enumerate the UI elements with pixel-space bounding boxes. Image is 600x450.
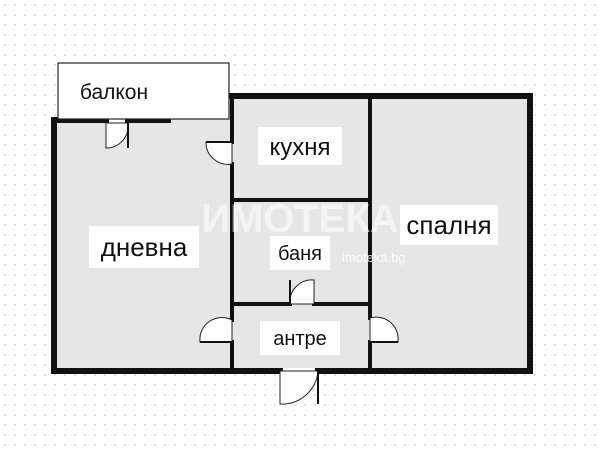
watermark-url: imoteka.bg <box>342 250 406 265</box>
door-hall-bedroom <box>369 316 399 343</box>
bedroom-label: спалня <box>406 210 491 240</box>
door-leaves <box>127 123 398 404</box>
watermark-brand: ИМОТЕКА <box>201 197 399 241</box>
hall-label-bg <box>260 321 340 355</box>
bedroom-label-bg <box>400 205 498 245</box>
walls <box>51 93 533 374</box>
door-living-hall <box>199 317 233 343</box>
living-label-bg <box>89 226 199 268</box>
hall-label: антре <box>273 328 327 350</box>
watermark: ИМОТЕКА imoteka.bg <box>201 197 405 265</box>
door-kitchen <box>205 141 233 165</box>
balcony-label-bg <box>70 74 160 108</box>
bathroom-label: баня <box>278 243 322 265</box>
room-labels: балкон кухня дневна баня спалня антре <box>70 74 498 355</box>
outer-wall-bottom-left <box>51 117 283 374</box>
kitchen-label: кухня <box>269 134 330 161</box>
outer-wall-left-top-2 <box>125 93 533 374</box>
bathroom-label-bg <box>270 236 330 270</box>
kitchen-label-bg <box>258 127 342 165</box>
doors <box>105 122 399 405</box>
balcony-label: балкон <box>80 81 148 104</box>
living-label: дневна <box>101 232 188 262</box>
